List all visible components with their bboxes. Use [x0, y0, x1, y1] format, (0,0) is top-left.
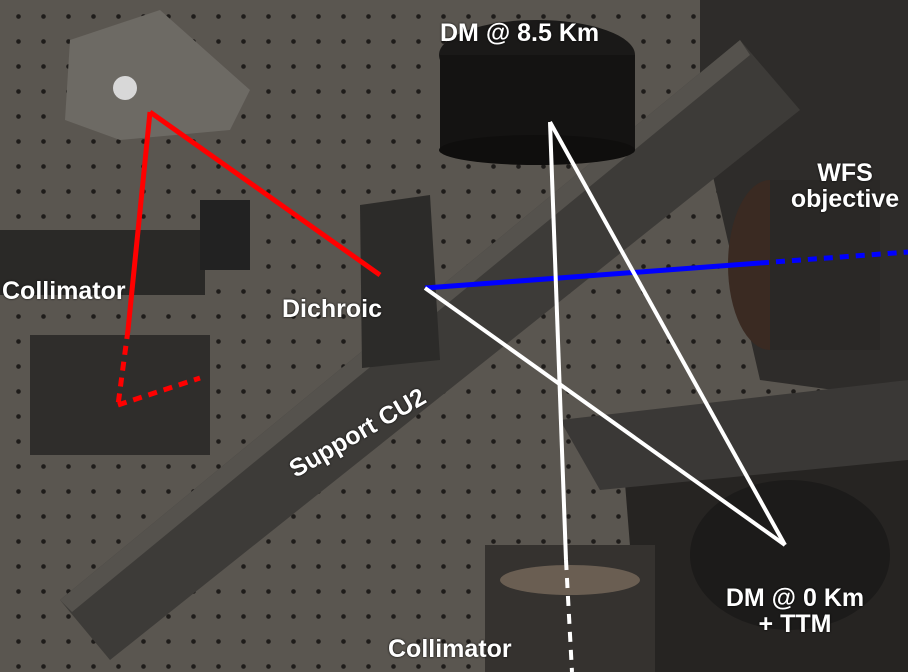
label-dm-ground-line1: DM @ 0 Km [725, 584, 865, 612]
label-wfs-line1: WFS [817, 159, 873, 187]
label-collimator-bottom: Collimator [388, 635, 512, 663]
label-collimator-left: Collimator [2, 277, 126, 305]
collimator-bottom-lens [500, 565, 640, 595]
blue-beam [424, 249, 908, 291]
dichroic-mount [360, 195, 440, 368]
label-dm-ground-line2: + TTM [758, 610, 832, 639]
collimator-bracket [200, 200, 250, 270]
mount-knob [113, 76, 137, 100]
label-wfs-objective: WFS objective [782, 160, 908, 213]
red-beam [115, 109, 382, 408]
cross-beam [560, 380, 908, 490]
collimator-left-body [0, 230, 205, 295]
dm-ground [690, 480, 890, 630]
label-dichroic: Dichroic [282, 295, 383, 323]
label-wfs-line2: objective [790, 185, 900, 214]
label-dm-high: DM @ 8.5 Km [440, 19, 600, 47]
label-dm-ground: DM @ 0 Km + TTM [690, 585, 900, 638]
top-left-mount [65, 10, 250, 140]
white-beam [423, 121, 787, 672]
dm-high-base [439, 135, 635, 165]
dm-high-body [440, 55, 635, 150]
wfs-body [770, 180, 880, 350]
